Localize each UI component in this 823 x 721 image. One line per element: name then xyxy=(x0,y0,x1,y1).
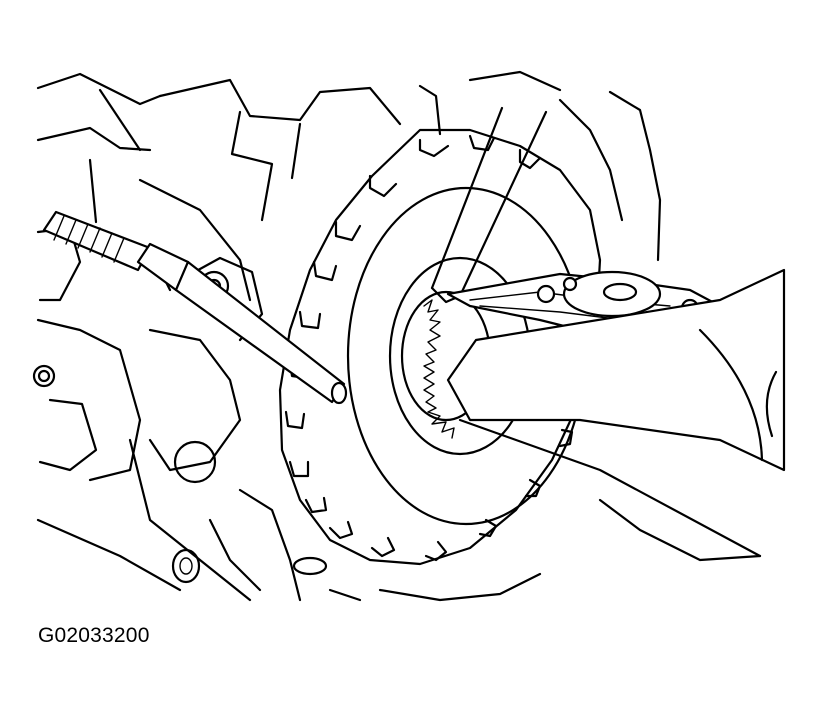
figure-code: G02033200 xyxy=(38,624,150,647)
engine-housing xyxy=(32,70,762,602)
tool-handle xyxy=(446,268,786,558)
threaded-bolt xyxy=(42,210,348,405)
gear-teeth xyxy=(423,299,455,439)
timing-sensor-ring xyxy=(278,128,602,566)
